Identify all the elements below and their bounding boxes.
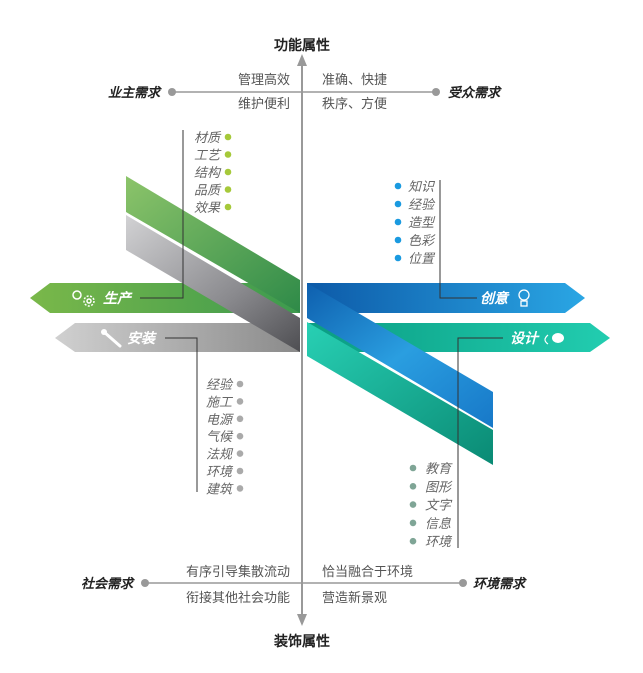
production-item: 材质 bbox=[194, 131, 222, 146]
text: 营造新景观 bbox=[322, 590, 387, 606]
audience-needs: 受众需求 bbox=[448, 85, 502, 101]
dot bbox=[168, 88, 176, 96]
design-item: 环境 bbox=[425, 535, 453, 550]
installation-item: 经验 bbox=[206, 377, 234, 393]
bullet-dot bbox=[394, 218, 402, 226]
top-axis-title: 功能属性 bbox=[274, 37, 330, 54]
arrow-up-icon bbox=[297, 54, 307, 66]
creativity-item: 色彩 bbox=[408, 234, 436, 249]
dot bbox=[141, 579, 149, 587]
gears-icon bbox=[72, 290, 95, 307]
lightbulb-icon bbox=[518, 289, 530, 307]
installation-item: 环境 bbox=[206, 465, 234, 480]
creativity-label: 创意 bbox=[480, 290, 510, 307]
bullet-dot bbox=[236, 450, 244, 457]
design-item: 文字 bbox=[425, 498, 453, 514]
arrow-down-icon bbox=[297, 614, 307, 626]
text: 秩序、方便 bbox=[322, 96, 387, 112]
design-item: 教育 bbox=[425, 461, 453, 477]
dot bbox=[432, 88, 440, 96]
bullet-dot bbox=[236, 467, 244, 475]
bullet-dot bbox=[394, 236, 402, 244]
installation-item: 电源 bbox=[206, 413, 234, 428]
creativity-band bbox=[307, 283, 493, 428]
text: 恰当融合于环境 bbox=[322, 565, 413, 580]
design-band bbox=[307, 322, 493, 465]
production-item: 品质 bbox=[194, 184, 222, 199]
bullet-dot bbox=[409, 519, 417, 527]
connector bbox=[439, 180, 477, 299]
design-item: 信息 bbox=[425, 516, 451, 532]
production-band bbox=[126, 176, 300, 313]
bullet-dot bbox=[236, 415, 244, 423]
production-label: 生产 bbox=[103, 290, 133, 307]
production-item: 工艺 bbox=[194, 149, 222, 164]
design-label: 设计 bbox=[510, 331, 540, 347]
connector bbox=[165, 337, 198, 492]
bullet-dot bbox=[394, 182, 402, 190]
installation-item: 法规 bbox=[206, 448, 234, 463]
bullet-dot bbox=[224, 151, 232, 158]
dot bbox=[459, 579, 467, 587]
bullet-dot bbox=[236, 398, 244, 405]
owner-needs: 业主需求 bbox=[108, 85, 162, 101]
text: 准确、快捷 bbox=[322, 73, 387, 88]
installation-band bbox=[126, 215, 300, 352]
text: 管理高效 bbox=[238, 72, 290, 88]
installation-item: 施工 bbox=[206, 395, 234, 410]
wrench-icon bbox=[101, 329, 122, 348]
bullet-dot bbox=[236, 432, 244, 440]
environment-needs: 环境需求 bbox=[473, 576, 527, 592]
bullet-dot bbox=[224, 133, 232, 141]
bullet-dot bbox=[409, 483, 417, 490]
bullet-dot bbox=[224, 186, 232, 193]
bullet-dot bbox=[409, 537, 417, 545]
bottom-axis-title: 装饰属性 bbox=[273, 633, 330, 650]
text: 维护便利 bbox=[238, 97, 290, 112]
text: 有序引导集散流动 bbox=[186, 564, 290, 580]
bullet-dot bbox=[236, 485, 244, 492]
installation-label: 安装 bbox=[127, 330, 157, 347]
bullet-dot bbox=[236, 380, 244, 388]
production-item: 效果 bbox=[194, 201, 221, 216]
production-item: 结构 bbox=[194, 166, 222, 181]
social-needs: 社会需求 bbox=[81, 576, 135, 592]
creativity-item: 造型 bbox=[408, 216, 436, 231]
creativity-item: 知识 bbox=[408, 180, 436, 195]
installation-item: 建筑 bbox=[206, 482, 234, 497]
design-item: 图形 bbox=[425, 480, 453, 495]
bullet-dot bbox=[394, 200, 402, 208]
connector bbox=[457, 337, 503, 548]
bullet-dot bbox=[409, 501, 417, 508]
installation-item: 气候 bbox=[206, 430, 234, 445]
creativity-item: 经验 bbox=[408, 197, 436, 213]
text: 衔接其他社会功能 bbox=[186, 590, 290, 606]
bullet-dot bbox=[409, 464, 417, 472]
connector bbox=[140, 130, 184, 299]
mouse-icon bbox=[544, 333, 564, 345]
creativity-item: 位置 bbox=[408, 251, 436, 267]
bullet-dot bbox=[394, 254, 402, 262]
bullet-dot bbox=[224, 168, 232, 176]
bullet-dot bbox=[224, 203, 232, 211]
